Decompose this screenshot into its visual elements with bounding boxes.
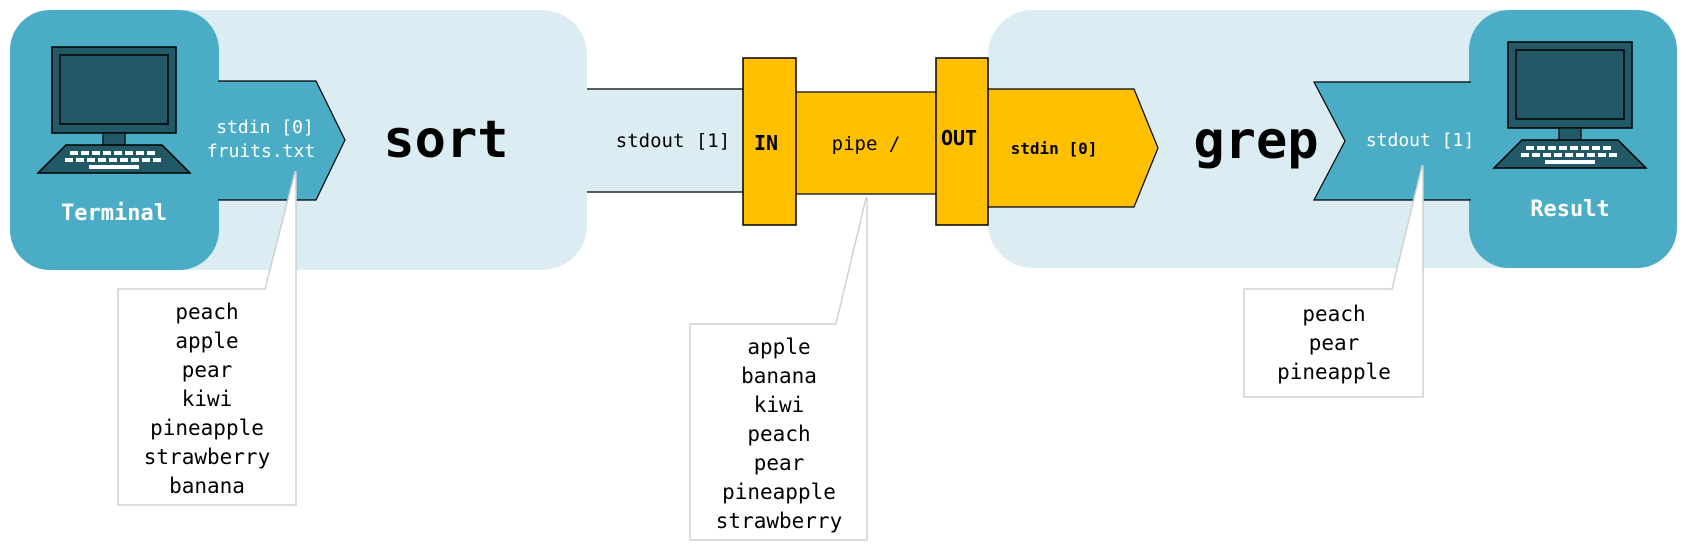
callout-line: pear (1309, 331, 1360, 355)
callout-line: apple (175, 329, 238, 353)
terminal-input-callout: peach apple pear kiwi pineapple strawberry ban… (117, 171, 297, 506)
terminal-title: Terminal (61, 201, 167, 226)
sort-stdout-band (587, 88, 743, 193)
callout-line: peach (1302, 302, 1365, 326)
result-output-callout: peach pear pineapple (1243, 165, 1424, 398)
callout-line: kiwi (182, 387, 233, 411)
pipe-out-label: OUT (941, 126, 977, 150)
sort-command: sort (383, 110, 508, 170)
pipe-in-label: IN (754, 131, 778, 155)
callout-line: banana (169, 474, 245, 498)
pipe-contents-callout: apple banana kiwi peach pear pineapple strawbe… (689, 197, 868, 541)
callout-line: peach (175, 300, 238, 324)
grep-stdout-label: stdout [1] (1366, 130, 1474, 151)
callout-line: kiwi (754, 393, 805, 417)
terminal-stdin-file: fruits.txt (207, 141, 315, 162)
sort-stdout-label: stdout [1] (616, 130, 730, 152)
callout-line: apple (747, 335, 810, 359)
callout-line: pineapple (1277, 360, 1391, 384)
grep-command: grep (1193, 111, 1318, 171)
callout-line: pineapple (722, 480, 836, 504)
terminal-stdin-label: stdin [0] (216, 117, 314, 138)
callout-line: peach (747, 422, 810, 446)
grep-stdin-label: stdin [0] (1011, 139, 1098, 158)
pipe-body-label: pipe / (832, 133, 901, 155)
callout-line: strawberry (716, 509, 842, 533)
pipe-in-block (742, 57, 797, 226)
result-computer-icon (1493, 41, 1647, 169)
callout-line: strawberry (144, 445, 270, 469)
result-title: Result (1530, 197, 1609, 222)
callout-line: pear (182, 358, 233, 382)
pipe-out-block (935, 57, 989, 226)
callout-line: pineapple (150, 416, 264, 440)
callout-line: pear (754, 451, 805, 475)
terminal-computer-icon (37, 46, 191, 174)
callout-line: banana (741, 364, 817, 388)
